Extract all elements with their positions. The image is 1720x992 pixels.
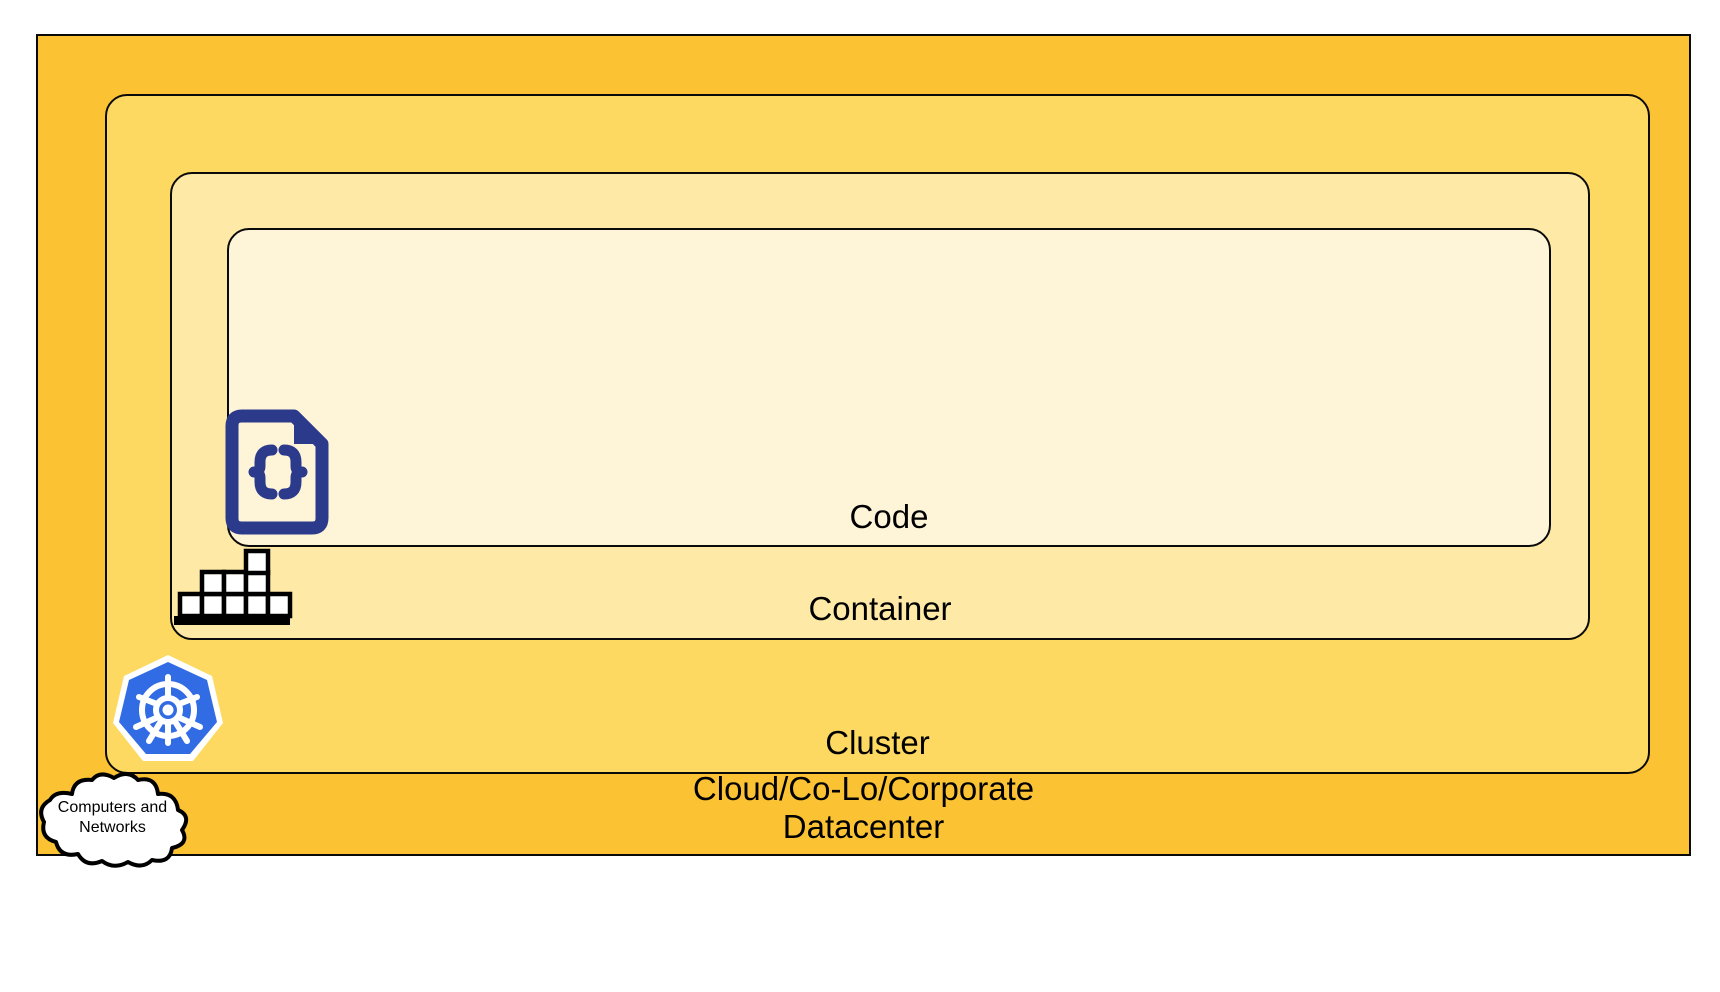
- layer-code[interactable]: Code: [227, 228, 1551, 547]
- layer-cluster[interactable]: Cluster Container Code: [105, 94, 1650, 774]
- container-stack-icon: [172, 548, 293, 626]
- layer-datacenter-label: Cloud/Co-Lo/Corporate Datacenter: [692, 770, 1035, 845]
- layer-cluster-label: Cluster: [825, 724, 930, 761]
- layer-code-label: Code: [849, 498, 929, 535]
- cloud-icon[interactable]: Computers and Networks: [30, 772, 195, 868]
- kubernetes-icon: [112, 653, 224, 765]
- layer-container-label: Container: [808, 590, 952, 627]
- layer-datacenter[interactable]: Cloud/Co-Lo/Corporate Datacenter Cluster…: [36, 34, 1691, 856]
- code-file-icon: [222, 409, 329, 535]
- layer-container[interactable]: Container Code: [170, 172, 1590, 640]
